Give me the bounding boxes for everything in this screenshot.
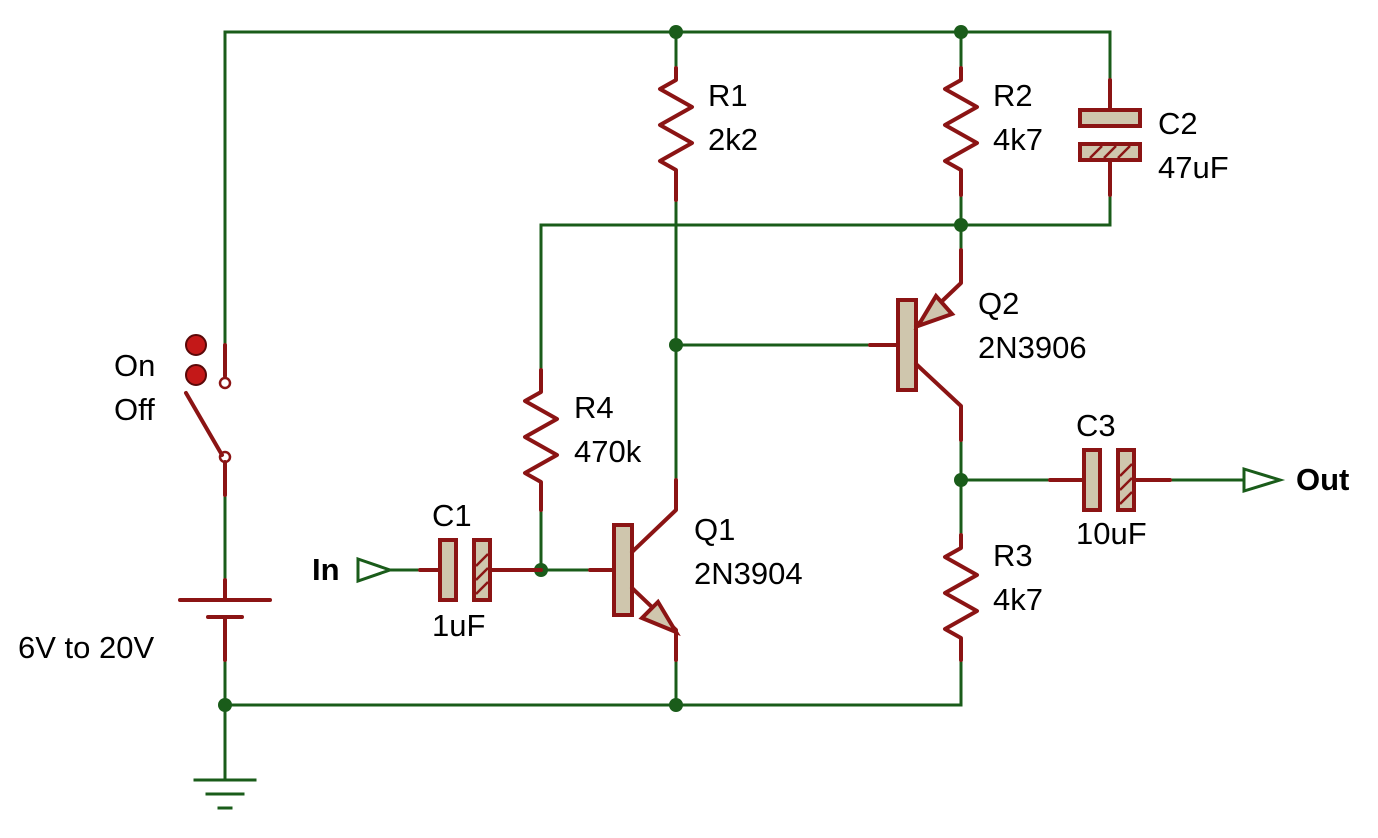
switch-on-label: On xyxy=(114,348,155,383)
wire-top-rail xyxy=(223,30,1112,82)
q1-part: 2N3904 xyxy=(694,556,803,591)
c2-value: 47uF xyxy=(1158,150,1229,185)
transistor-q2 xyxy=(868,248,963,442)
ground-icon xyxy=(193,778,257,810)
junction-dot xyxy=(218,698,232,712)
output-port-label: Out xyxy=(1296,462,1349,497)
battery xyxy=(178,578,272,662)
junctions xyxy=(218,25,968,712)
junction-dot xyxy=(669,25,683,39)
junction-dot xyxy=(954,473,968,487)
r1-value: 2k2 xyxy=(708,122,758,157)
resistor-r3 xyxy=(943,533,979,662)
output-port xyxy=(1242,466,1286,494)
c1-value: 1uF xyxy=(432,608,485,643)
r1-name: R1 xyxy=(708,78,748,113)
q2-emitter-arrow xyxy=(913,292,956,330)
switch-off-label: Off xyxy=(114,392,155,427)
q2-part: 2N3906 xyxy=(978,330,1087,365)
junction-dot xyxy=(669,338,683,352)
switch-indicator-icon xyxy=(185,364,207,386)
r3-name: R3 xyxy=(993,538,1033,573)
capacitor-c1 xyxy=(418,538,543,602)
c3-name: C3 xyxy=(1076,408,1116,443)
c2-name: C2 xyxy=(1158,106,1198,141)
r2-name: R2 xyxy=(993,78,1033,113)
r4-name: R4 xyxy=(574,390,614,425)
junction-dot xyxy=(954,25,968,39)
capacitor-c2 xyxy=(1078,78,1142,197)
r4-value: 470k xyxy=(574,434,642,469)
capacitor-c3 xyxy=(1048,448,1172,512)
switch-on-off xyxy=(184,334,232,497)
resistor-r1 xyxy=(658,66,694,202)
r2-value: 4k7 xyxy=(993,122,1043,157)
junction-dot xyxy=(669,698,683,712)
q1-emitter-arrow xyxy=(638,598,681,637)
q1-name: Q1 xyxy=(694,512,735,547)
wire-feedback-rail xyxy=(539,193,1112,372)
resistor-r4 xyxy=(523,368,559,512)
q2-name: Q2 xyxy=(978,286,1019,321)
battery-label: 6V to 20V xyxy=(18,630,154,665)
resistor-r2 xyxy=(943,66,979,197)
input-port xyxy=(356,556,395,584)
input-port-label: In xyxy=(312,552,340,587)
junction-dot xyxy=(954,218,968,232)
r3-value: 4k7 xyxy=(993,582,1043,617)
transistor-q1 xyxy=(588,478,681,662)
c3-value: 10uF xyxy=(1076,516,1147,551)
switch-indicator-icon xyxy=(185,334,207,356)
c1-name: C1 xyxy=(432,498,472,533)
